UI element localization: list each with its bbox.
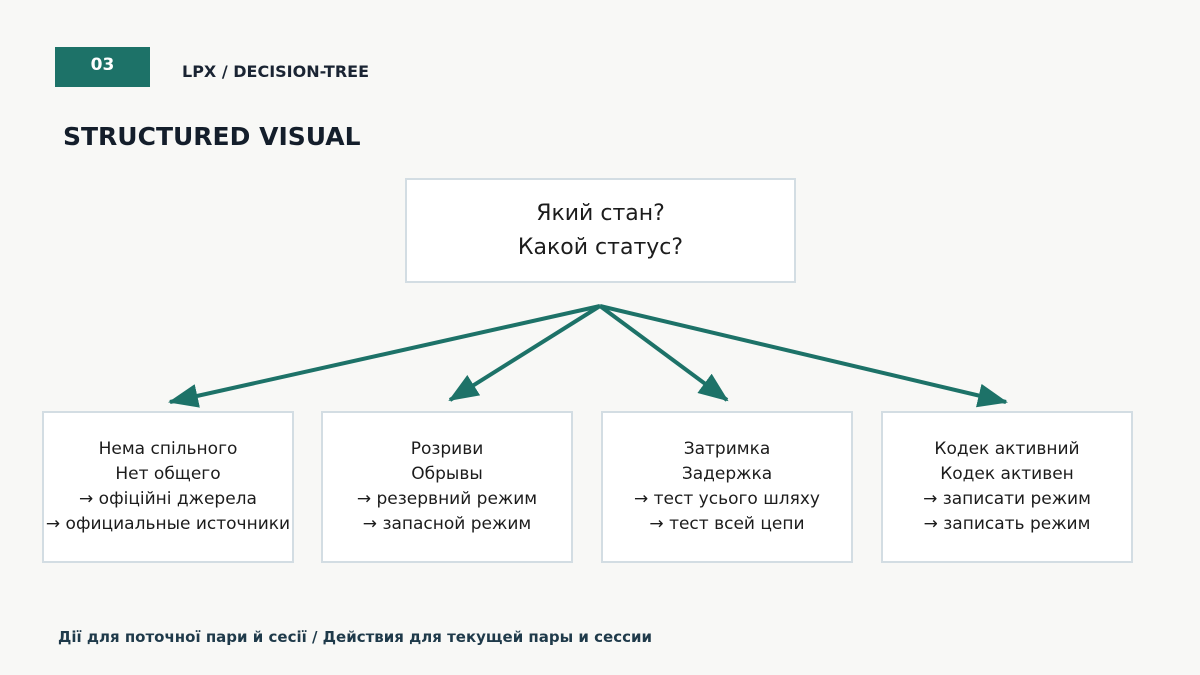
leaf-box-dropouts: Розриви Обрывы → резервний режим → запас… [321, 411, 573, 563]
leaf-box-codec-active: Кодек активний Кодек активен → записати … [881, 411, 1133, 563]
root-question-ru: Какой статус? [517, 234, 684, 260]
connector-arrow-3 [598, 304, 729, 402]
page-title: STRUCTURED VISUAL [63, 122, 361, 151]
leaf-title-uk: Розриви [410, 439, 484, 459]
slide-number: 03 [90, 55, 115, 75]
leaf-box-delay: Затримка Задержка → тест усього шляху → … [601, 411, 853, 563]
connector-arrow-2 [448, 304, 602, 402]
leaf-title-uk: Нема спільного [98, 439, 238, 459]
leaf-title-ru: Кодек активен [940, 464, 1074, 484]
section-label: LPX / DECISION-TREE [182, 62, 369, 81]
leaf-action-ru: → тест всей цепи [649, 514, 805, 534]
leaf-title-ru: Нет общего [115, 464, 221, 484]
connector-arrow-4 [599, 304, 1008, 408]
leaf-title-ru: Обрывы [411, 464, 483, 484]
connector-arrow-1 [168, 304, 601, 408]
footer-note: Дії для поточної пари й сесії / Действия… [58, 628, 653, 646]
leaf-action-ru: → официальные источники [45, 514, 291, 534]
slide-number-badge: 03 [55, 47, 150, 87]
leaf-title-ru: Задержка [681, 464, 773, 484]
leaf-action-ru: → запасной режим [362, 514, 532, 534]
leaf-action-uk: → записати режим [923, 489, 1091, 509]
root-question-uk: Який стан? [536, 200, 665, 226]
leaf-action-uk: → резервний режим [356, 489, 538, 509]
leaf-title-uk: Затримка [683, 439, 771, 459]
leaf-box-no-common: Нема спільного Нет общего → офіційні дже… [42, 411, 294, 563]
root-question-box: Який стан? Какой статус? [405, 178, 796, 283]
leaf-action-uk: → тест усього шляху [634, 489, 820, 509]
leaf-title-uk: Кодек активний [934, 439, 1080, 459]
leaf-action-uk: → офіційні джерела [79, 489, 257, 509]
leaf-action-ru: → записать режим [923, 514, 1091, 534]
